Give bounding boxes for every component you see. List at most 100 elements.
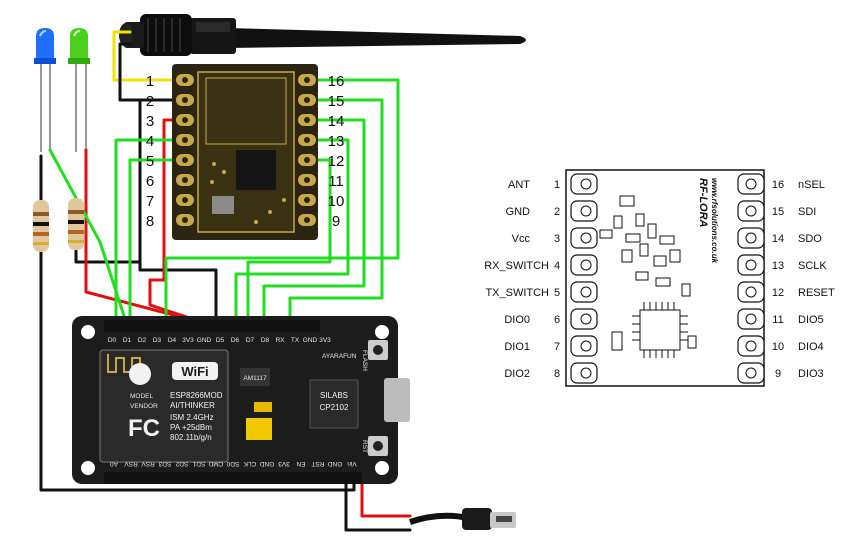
module-pin-number: 1	[146, 73, 154, 90]
bottom-pin-label: SD0	[226, 460, 239, 467]
top-pin-label: 3V3	[319, 337, 331, 344]
module-pin-number: 10	[328, 193, 345, 210]
bottom-pin-label: CLK	[243, 460, 256, 467]
pin-label-sdi: SDI	[798, 206, 816, 218]
pin-num: 1	[554, 179, 560, 191]
pin-num: 16	[772, 179, 784, 191]
usb-chip-maker: SILABS	[320, 391, 348, 400]
pin-num: 12	[772, 287, 784, 299]
module-pin-number: 5	[146, 153, 154, 170]
pin-label-dio1: DIO1	[504, 341, 530, 353]
pin-label-rx-switch: RX_SWITCH	[484, 260, 549, 272]
module-pin-number: 11	[328, 173, 344, 190]
module-pin-numbers-right: 16 15 14 13 12 11 10 9	[328, 73, 345, 230]
pin-label-dio2: DIO2	[504, 368, 530, 380]
vendor-label: VENDOR	[130, 403, 158, 410]
top-pin-label: D3	[153, 337, 162, 344]
top-pin-label: D2	[138, 337, 147, 344]
pin-num: 15	[772, 206, 784, 218]
resistor-blue-led	[33, 200, 49, 252]
pin-num: 7	[554, 341, 560, 353]
bottom-pin-label: SD2	[175, 460, 188, 467]
regulator-label: AM1117	[243, 375, 267, 382]
wifi-logo: WiFi	[181, 364, 208, 379]
top-pin-label: D4	[168, 337, 177, 344]
pin-num: 9	[775, 368, 781, 380]
pin-label-dio0: DIO0	[504, 314, 530, 326]
pin-num: 3	[554, 233, 560, 245]
pinout-schematic: RF-LORA www.rfsolutions.co.uk	[565, 169, 765, 387]
pin-label-nsel: nSEL	[798, 179, 825, 191]
blue-led	[34, 28, 56, 152]
band-value: ISM 2.4GHz	[170, 413, 214, 422]
nodemcu-top-pin-labels: D0 D1 D2 D3 D4 3V3 GND D5 D6 D7 D8 RX TX…	[108, 337, 331, 344]
top-pin-label: RX	[275, 337, 285, 344]
pin-label-ant: ANT	[508, 179, 530, 191]
bottom-pin-label: RSV	[124, 460, 138, 467]
module-pin-number: 12	[328, 153, 345, 170]
pin-num: 5	[554, 287, 560, 299]
bottom-pin-label: Vin	[347, 460, 357, 467]
top-pin-label: GND	[197, 337, 212, 344]
pin-num: 13	[772, 260, 784, 272]
pin-label-gnd: GND	[506, 206, 531, 218]
pin-label-dio5: DIO5	[798, 314, 824, 326]
pinout-website: www.rfsolutions.co.uk	[710, 178, 719, 264]
vendor-value: AI/THINKER	[170, 401, 215, 410]
bottom-pin-label: SD1	[192, 460, 205, 467]
pin-num: 8	[554, 368, 560, 380]
pin-label-sdo: SDO	[798, 233, 822, 245]
top-pin-label: D8	[261, 337, 270, 344]
module-pin-number: 13	[328, 133, 345, 150]
module-pin-number: 9	[332, 213, 340, 230]
top-pin-label: D1	[123, 337, 132, 344]
pinout-left-labels: ANT GND Vcc RX_SWITCH TX_SWITCH DIO0 DIO…	[484, 179, 560, 380]
top-pin-label: 3V3	[182, 337, 194, 344]
pin-label-vcc: Vcc	[512, 233, 531, 245]
wires	[39, 30, 412, 532]
top-pin-label: GND	[303, 337, 318, 344]
nodemcu-bottom-pin-labels: A0 RSV RSV SD3 SD2 SD1 CMD SD0 CLK GND 3…	[110, 460, 357, 467]
bottom-pin-label: RST	[311, 460, 324, 467]
pin-label-sclk: SCLK	[798, 260, 827, 272]
power-value: PA +25dBm	[170, 423, 212, 432]
top-pin-label: D7	[246, 337, 255, 344]
module-pin-number: 3	[146, 113, 154, 130]
module-pin-number: 2	[146, 93, 154, 110]
usb-chip: CP2102	[320, 403, 349, 412]
pin-num: 4	[554, 260, 560, 272]
module-pin-number: 8	[146, 213, 154, 230]
pin-num: 11	[772, 314, 783, 326]
pin-num: 14	[772, 233, 784, 245]
bottom-pin-label: SD3	[158, 460, 171, 467]
green-led	[68, 28, 90, 152]
top-pin-label: D6	[231, 337, 240, 344]
espressif-logo-icon	[129, 363, 151, 385]
bottom-pin-label: RSV	[141, 460, 155, 467]
lora-module	[172, 64, 318, 240]
pin-label-dio3: DIO3	[798, 368, 824, 380]
bottom-pin-label: GND	[259, 460, 274, 467]
module-pin-number: 14	[328, 113, 345, 130]
standard-value: 802.11b/g/n	[170, 433, 212, 442]
pin-num: 2	[554, 206, 560, 218]
pin-num: 10	[772, 341, 784, 353]
bottom-pin-label: A0	[110, 460, 118, 467]
resistor-green-led	[68, 198, 84, 250]
pin-label-tx-switch: TX_SWITCH	[485, 287, 549, 299]
model-value: ESP8266MOD	[170, 391, 223, 400]
bottom-pin-label: CMD	[208, 460, 223, 467]
board-brand: AYARAFUN	[322, 353, 357, 360]
antenna	[119, 14, 526, 56]
model-label: MODEL	[130, 393, 154, 400]
module-pin-number: 7	[146, 193, 154, 210]
top-pin-label: D5	[216, 337, 225, 344]
module-pin-numbers-left: 1 2 3 4 5 6 7 8	[146, 73, 154, 230]
esp-module-label: WiFi MODEL VENDOR ESP8266MOD AI/THINKER …	[128, 362, 223, 442]
bottom-pin-label: 3V3	[278, 460, 290, 467]
module-pin-number: 6	[146, 173, 154, 190]
pin-label-reset: RESET	[798, 287, 835, 299]
module-pin-number: 16	[328, 73, 345, 90]
top-pin-label: D0	[108, 337, 117, 344]
bottom-pin-label: EN	[296, 460, 305, 467]
